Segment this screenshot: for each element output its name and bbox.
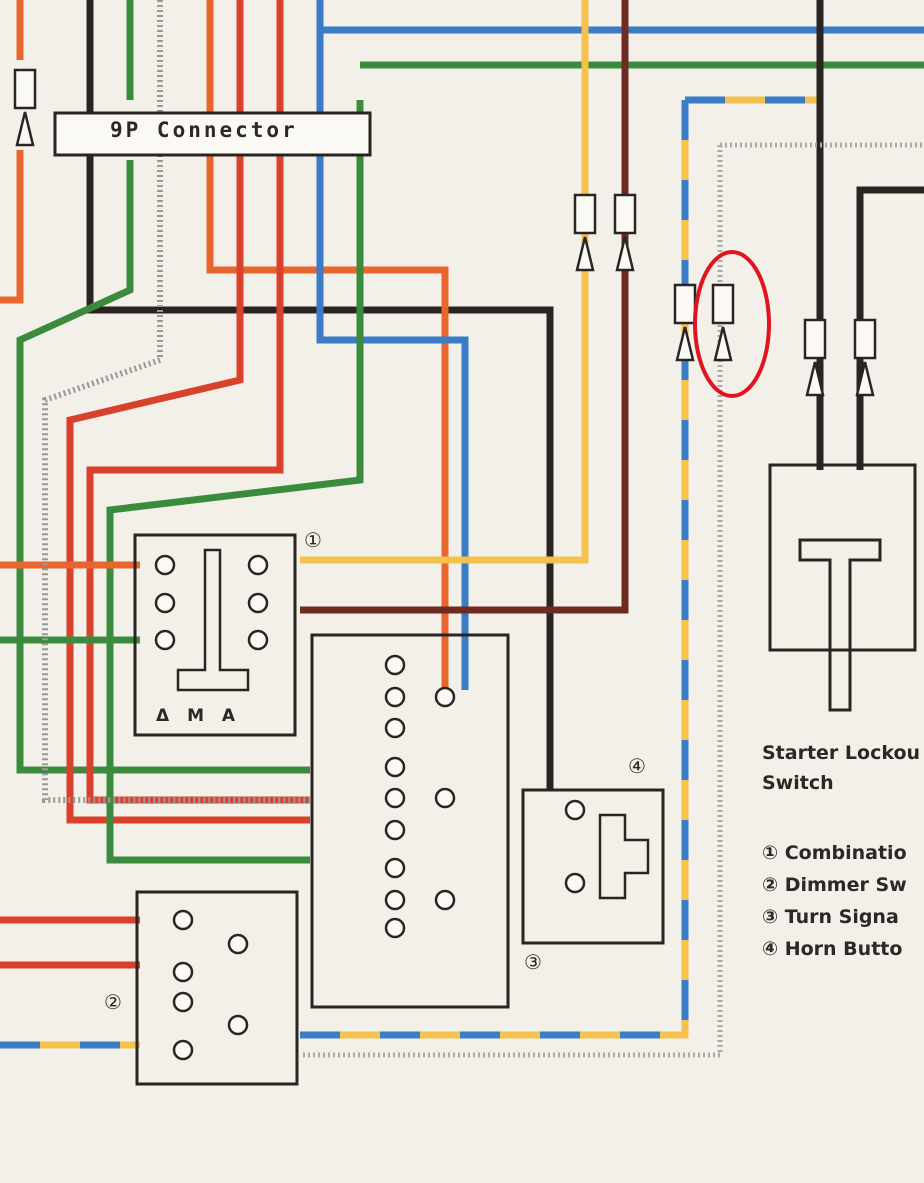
- connector-pin-4: [713, 326, 733, 362]
- combination-switch-box: [133, 533, 297, 737]
- connector-sleeve-1: [573, 193, 597, 235]
- terminal-0: [154, 554, 176, 576]
- connector-pin-0: [15, 111, 35, 147]
- terminal-19: [564, 872, 586, 894]
- legend-item: ① Combinatio: [762, 842, 907, 864]
- connector-sleeve-0: [13, 68, 37, 110]
- starter-lockout-label-2: Switch: [762, 772, 834, 794]
- terminal-13: [384, 889, 406, 911]
- legend-item: ④ Horn Butto: [762, 938, 903, 960]
- starter-lockout-switch: [768, 463, 917, 712]
- terminal-18: [564, 799, 586, 821]
- wire-15: [300, 100, 689, 1039]
- terminal-21: [172, 961, 194, 983]
- legend-item: ③ Turn Signa: [762, 906, 899, 928]
- terminal-2: [154, 629, 176, 651]
- horn-contact: [598, 813, 650, 900]
- terminal-23: [172, 1039, 194, 1061]
- horn-button-number: ④: [628, 754, 646, 778]
- starter-lockout-label-1: Starter Lockou: [762, 742, 921, 764]
- 9p-connector-label: 9P Connector: [110, 118, 298, 142]
- wire-11: [106, 100, 364, 864]
- 9p-connector-box: [53, 111, 372, 157]
- connector-sleeve-2: [613, 193, 637, 235]
- wire-1: [0, 150, 24, 304]
- connector-pin-1: [575, 236, 595, 272]
- terminal-9: [384, 756, 406, 778]
- wire-17: [856, 186, 924, 470]
- terminal-8: [384, 717, 406, 739]
- terminal-22: [172, 991, 194, 1013]
- terminal-17: [434, 889, 456, 911]
- terminal-6: [384, 654, 406, 676]
- wire-4: [16, 160, 310, 774]
- terminal-10: [384, 787, 406, 809]
- terminal-16: [434, 787, 456, 809]
- combination-switch-number: ①: [304, 528, 322, 552]
- terminal-5: [247, 629, 269, 651]
- terminal-25: [227, 1014, 249, 1036]
- wire-5: [206, 0, 449, 690]
- terminal-12: [384, 857, 406, 879]
- terminal-11: [384, 819, 406, 841]
- terminal-15: [434, 686, 456, 708]
- terminal-3: [247, 554, 269, 576]
- turn-signal-switch-number: ③: [524, 950, 542, 974]
- horn-button-box: [521, 788, 665, 945]
- combination-switch-lever: [176, 548, 250, 692]
- legend: ① Combinatio ② Dimmer Sw ③ Turn Signa ④ …: [762, 842, 907, 970]
- connector-pin-5: [805, 361, 825, 397]
- terminal-14: [384, 917, 406, 939]
- connector-sleeve-3: [673, 283, 697, 325]
- connector-sleeve-6: [853, 318, 877, 360]
- terminal-24: [227, 933, 249, 955]
- connector-sleeve-4: [711, 283, 735, 325]
- dimmer-switch-box: [135, 890, 299, 1086]
- shield-right: [300, 145, 723, 1058]
- shield-wire: [42, 0, 310, 803]
- wire-14: [685, 0, 824, 104]
- terminal-20: [172, 909, 194, 931]
- wire-6: [66, 0, 310, 824]
- wire-12: [300, 0, 589, 564]
- terminal-1: [154, 592, 176, 614]
- connector-pin-6: [855, 361, 875, 397]
- legend-item: ② Dimmer Sw: [762, 874, 907, 896]
- highlight-circle: [693, 250, 771, 398]
- turn-signal-switch-box: [310, 633, 510, 1009]
- dimmer-switch-number: ②: [104, 990, 122, 1014]
- wire-14-stripe: [685, 0, 824, 104]
- combination-positions: Δ M A: [156, 706, 242, 726]
- wire-8: [316, 0, 469, 690]
- connector-pin-3: [675, 326, 695, 362]
- connector-sleeve-5: [803, 318, 827, 360]
- connector-pin-2: [615, 236, 635, 272]
- terminal-7: [384, 686, 406, 708]
- terminal-4: [247, 592, 269, 614]
